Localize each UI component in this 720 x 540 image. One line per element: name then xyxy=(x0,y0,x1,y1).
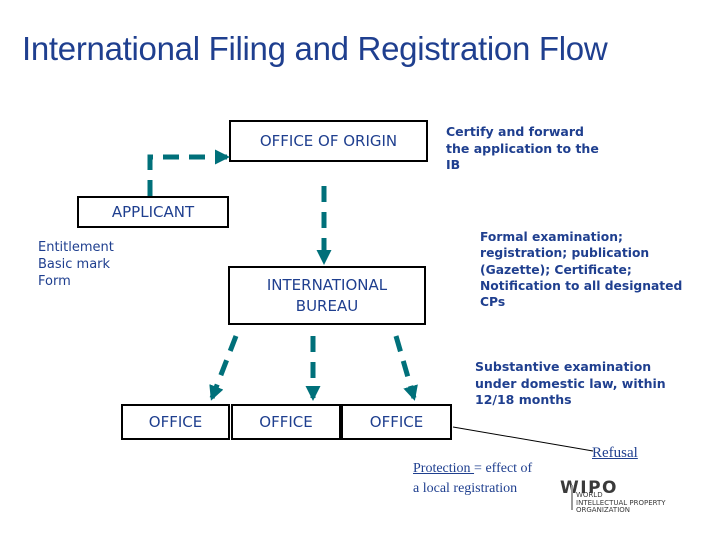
substantive-examination-note: Substantive examination under domestic l… xyxy=(475,359,666,409)
wipo-logo: WIPO WORLD INTELLECTUAL PROPERTY ORGANIZ… xyxy=(560,478,700,518)
office-label-2: OFFICE xyxy=(259,412,313,431)
bureau-to-office-1-arrow xyxy=(209,335,239,401)
certify-note: Certify and forward the application to t… xyxy=(446,124,599,174)
international-bureau-box: INTERNATIONAL BUREAU xyxy=(228,266,426,325)
certify-note-line-1: Certify and forward xyxy=(446,124,584,139)
applicant-to-origin-arrow xyxy=(147,149,230,196)
office-of-origin-box: OFFICE OF ORIGIN xyxy=(229,120,428,162)
substantive-note-line-1: Substantive examination xyxy=(475,359,652,374)
protection-term: Protection xyxy=(413,461,475,476)
formal-examination-note: Formal examination; registration; public… xyxy=(480,229,682,311)
refusal-label: Refusal xyxy=(592,445,638,461)
refusal-line xyxy=(452,426,594,452)
protection-line-2: a local registration xyxy=(413,481,518,497)
applicant-item-1: Entitlement xyxy=(38,240,114,255)
substantive-note-line-3: 12/18 months xyxy=(475,392,572,408)
formal-note-line-3: (Gazette); Certificate; xyxy=(480,262,632,277)
certify-note-line-3: IB xyxy=(446,157,461,173)
international-bureau-label-line-1: INTERNATIONAL xyxy=(266,275,388,294)
applicant-box: APPLICANT xyxy=(77,196,229,228)
protection-note: Protection = effect of a local registrat… xyxy=(413,459,532,500)
office-box-2: OFFICE xyxy=(231,404,341,440)
certify-note-line-2: the application to the xyxy=(446,140,599,156)
diagram-title: International Filing and Registration Fl… xyxy=(22,30,608,67)
protection-effect: = effect of xyxy=(474,461,533,476)
formal-note-line-5: CPs xyxy=(480,295,506,310)
office-box-3: OFFICE xyxy=(341,404,452,440)
wipo-logo-mark: WIPO xyxy=(560,478,618,498)
applicant-item-3: Form xyxy=(38,273,71,289)
formal-note-line-1: Formal examination; xyxy=(480,230,623,244)
formal-note-line-2: registration; publication xyxy=(480,246,650,261)
office-label-1: OFFICE xyxy=(148,412,203,431)
international-bureau-label-line-2: BUREAU xyxy=(295,296,359,315)
applicant-item-2: Basic mark xyxy=(38,256,111,272)
office-box-1: OFFICE xyxy=(121,404,230,440)
substantive-note-line-2: under domestic law, within xyxy=(475,375,666,391)
office-label-3: OFFICE xyxy=(369,412,424,431)
office-of-origin-label: OFFICE OF ORIGIN xyxy=(259,131,398,150)
applicant-items-list: Entitlement Basic mark Form xyxy=(38,240,114,291)
bureau-to-office-3-arrow xyxy=(393,335,418,401)
wipo-logo-subtitle: WORLD INTELLECTUAL PROPERTY ORGANIZATION xyxy=(576,491,666,515)
formal-note-line-4: Notification to all designated xyxy=(480,279,683,294)
applicant-label: APPLICANT xyxy=(111,202,195,221)
